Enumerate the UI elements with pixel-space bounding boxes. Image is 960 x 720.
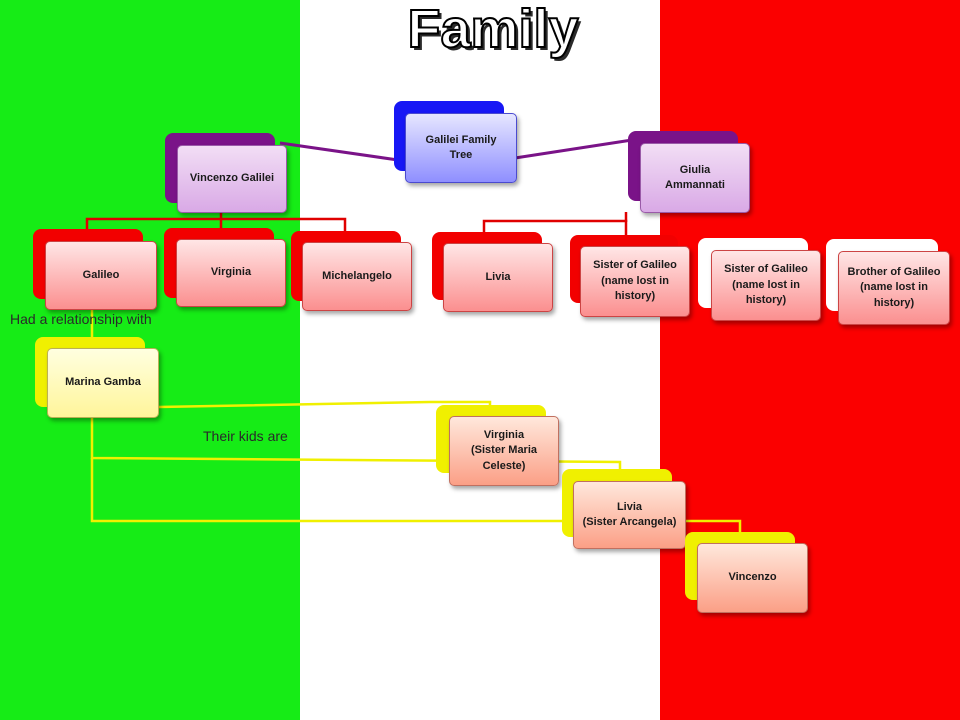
link-father-root [279,141,399,162]
node-sister-1-line2: (name lost in [601,274,669,287]
node-sister-1-box: Sister of Galileo (name lost in history) [580,246,690,317]
node-michelangelo-label: Michelangelo [322,269,392,282]
node-sister-2-line1: Sister of Galileo [724,263,808,276]
node-mother-line1: Giulia [679,163,711,176]
node-livia-box: Livia [443,243,553,312]
node-root-line1: Galilei Family [425,133,497,146]
node-sister-1-line3: history) [614,290,656,303]
node-marina-label: Marina Gamba [65,376,141,389]
node-galileo-box: Galileo [45,241,157,310]
node-michelangelo-box: Michelangelo [302,242,412,311]
node-kid-vincenzo-line1: Vincenzo [728,571,777,584]
node-sister-2-line3: history) [745,294,787,307]
link-mother-children [482,219,628,235]
node-marina-box: Marina Gamba [47,348,159,418]
node-livia-line1: Livia [485,270,511,283]
link-father-children [85,217,347,231]
node-root-box: Galilei Family Tree [405,113,517,183]
node-kid-virginia-line1: Virginia [483,428,525,441]
node-kid-virginia-box: Virginia (Sister Maria Celeste) [449,416,559,486]
node-brother-line2: (name lost in [860,281,928,294]
link-marina-livia [90,418,622,472]
link-marina-vincenzo [90,458,742,533]
page-title: Family [406,0,579,60]
node-virginia-box: Virginia [176,239,286,307]
node-kid-vincenzo-box: Vincenzo [697,543,808,613]
node-kid-livia-box: Livia (Sister Arcangela) [573,481,686,549]
link-mother-root [514,138,633,160]
node-brother-line3: history) [873,296,915,309]
node-mother-line2: Ammannati [665,179,725,191]
node-sister-1-line1: Sister of Galileo [593,259,677,272]
relationship-label: Had a relationship with [10,311,152,327]
node-galileo-label: Galileo [82,268,120,281]
node-kid-livia-line2: (Sister Arcangela) [582,516,677,528]
node-sister-2-box: Sister of Galileo (name lost in history) [711,250,821,321]
node-kid-virginia-line2: (Sister Maria [470,444,538,457]
node-father-label: Vincenzo Galilei [189,172,275,185]
node-father-box: Vincenzo Galilei [177,145,287,213]
node-virginia-label: Virginia [210,266,252,279]
node-sister-2-line2: (name lost in [732,278,800,291]
node-kid-virginia-line3: Celeste) [482,459,526,472]
node-brother-box: Brother of Galileo (name lost in history… [838,251,950,325]
node-mother-box: Giulia Ammannati [640,143,750,213]
kids-label: Their kids are [203,428,288,444]
node-kid-livia-line1: Livia [616,500,643,513]
node-brother-line1: Brother of Galileo [847,265,941,278]
node-root-line2: Tree [449,149,473,161]
